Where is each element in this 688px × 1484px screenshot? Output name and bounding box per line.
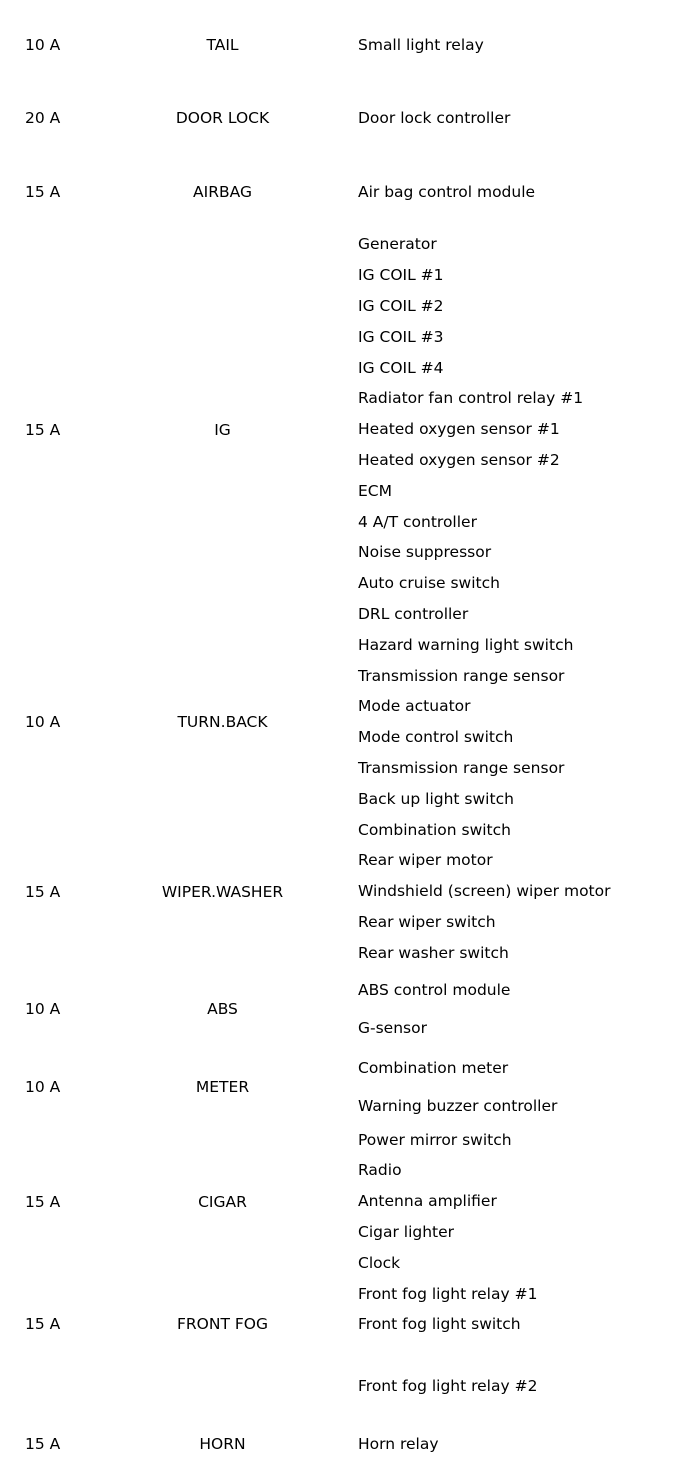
- circuit-item: IG COIL #3: [358, 327, 444, 346]
- fuse-amps: 15 A: [25, 182, 61, 201]
- fuse-amps: 15 A: [25, 1315, 61, 1334]
- fuse-circuits: Generator IG COIL #1 IG COIL #2 IG COIL #3 I…: [330, 229, 688, 629]
- fuse-circuits: Door lock controller: [330, 103, 688, 134]
- fuse-amps: 10 A: [25, 999, 61, 1018]
- circuit-item: Clock: [358, 1253, 401, 1272]
- circuit-item: DRL controller: [358, 604, 469, 623]
- fuse-row-horn: 15 A HORN Horn relay: [0, 1429, 688, 1460]
- circuit-item: Hazard warning light switch: [358, 635, 574, 654]
- fuse-amps: 10 A: [25, 1077, 61, 1096]
- circuit-item: Auto cruise switch: [358, 574, 500, 593]
- fuse-row-airbag: 15 A AIRBAG Air bag control module: [0, 177, 688, 208]
- fuse-name: TURN.BACK: [177, 713, 268, 732]
- circuit-item: Heated oxygen sensor #1: [358, 420, 560, 439]
- circuit-item: ABS control module: [358, 980, 511, 999]
- circuit-item: Horn relay: [358, 1434, 439, 1453]
- fuse-circuits: Small light relay: [330, 30, 688, 61]
- circuit-item: Back up light switch: [358, 789, 514, 808]
- fuse-circuits: Air bag control module: [330, 177, 688, 208]
- fuse-name: IG: [214, 420, 231, 439]
- circuit-item: Radiator fan control relay #1: [358, 389, 584, 408]
- fuse-row-door-lock: 20 A DOOR LOCK Door lock controller: [0, 103, 688, 134]
- fuse-name: HORN: [199, 1435, 246, 1454]
- circuit-item: Mode actuator: [358, 697, 471, 716]
- fuse-amps: 10 A: [25, 713, 61, 732]
- circuit-item: Windshield (screen) wiper motor: [358, 882, 611, 901]
- circuit-item: IG COIL #2: [358, 296, 444, 315]
- fuse-name: FRONT FOG: [176, 1315, 268, 1334]
- circuit-item: Front fog light relay #1: [358, 1284, 538, 1303]
- fuse-amps: 15 A: [25, 1435, 61, 1454]
- circuit-item: Door lock controller: [358, 108, 511, 127]
- fuse-amps: 15 A: [25, 882, 61, 901]
- circuit-item: Noise suppressor: [358, 543, 492, 562]
- circuit-item: 4 A/T controller: [358, 512, 477, 531]
- circuit-item: Front fog light switch: [358, 1315, 521, 1334]
- circuit-item: Antenna amplifier: [358, 1192, 497, 1211]
- circuit-item: Front fog light relay #2: [358, 1376, 538, 1395]
- circuit-item: Mode control switch: [358, 728, 514, 747]
- circuit-item: Rear wiper motor: [358, 851, 493, 870]
- circuit-item: Transmission range sensor: [358, 666, 565, 685]
- fuse-row-tail: 10 A TAIL Small light relay: [0, 30, 688, 61]
- fuse-circuits: Front fog light relay #1 Front fog light …: [330, 1279, 688, 1402]
- circuit-item: Radio: [358, 1161, 402, 1180]
- fuse-name: DOOR LOCK: [175, 109, 270, 128]
- circuit-item: IG COIL #1: [358, 266, 444, 285]
- fuse-name: TAIL: [206, 36, 239, 55]
- fuse-row-ig: 15 A IG Generator IG COIL #1 IG COIL #2 IG …: [0, 229, 688, 629]
- circuit-item: ECM: [358, 481, 392, 500]
- circuit-item: [358, 1340, 688, 1371]
- circuit-item: Air bag control module: [358, 182, 536, 201]
- fuse-amps: 15 A: [25, 1192, 61, 1211]
- circuit-item: Rear wiper switch: [358, 912, 496, 931]
- circuit-item: Rear washer switch: [358, 943, 509, 962]
- fuse-amps: 10 A: [25, 36, 61, 55]
- fuse-name: METER: [195, 1077, 250, 1096]
- circuit-item: Power mirror switch: [358, 1130, 512, 1149]
- fuse-name: ABS: [207, 999, 238, 1018]
- circuit-item: Combination meter: [358, 1058, 509, 1077]
- circuit-item: Cigar lighter: [358, 1222, 455, 1241]
- fuse-amps: 20 A: [25, 109, 61, 128]
- fuse-name: CIGAR: [198, 1192, 247, 1211]
- circuit-item: Small light relay: [358, 36, 484, 54]
- circuit-item: Transmission range sensor: [358, 758, 565, 777]
- circuit-item: IG COIL #4: [358, 358, 444, 377]
- fuse-name: AIRBAG: [193, 182, 252, 201]
- circuit-item: Generator: [358, 235, 437, 254]
- fuse-amps: 15 A: [25, 420, 61, 439]
- circuit-item: G-sensor: [358, 1018, 427, 1037]
- fuse-circuits: Horn relay: [330, 1429, 688, 1460]
- fuse-name: WIPER.WASHER: [161, 882, 284, 901]
- circuit-item: Combination switch: [358, 820, 511, 839]
- fuse-row-turn-back: 10 A TURN.BACK Hazard warning light swit…: [0, 630, 688, 815]
- circuit-item: Warning buzzer controller: [358, 1096, 558, 1115]
- circuit-item: Heated oxygen sensor #2: [358, 450, 560, 469]
